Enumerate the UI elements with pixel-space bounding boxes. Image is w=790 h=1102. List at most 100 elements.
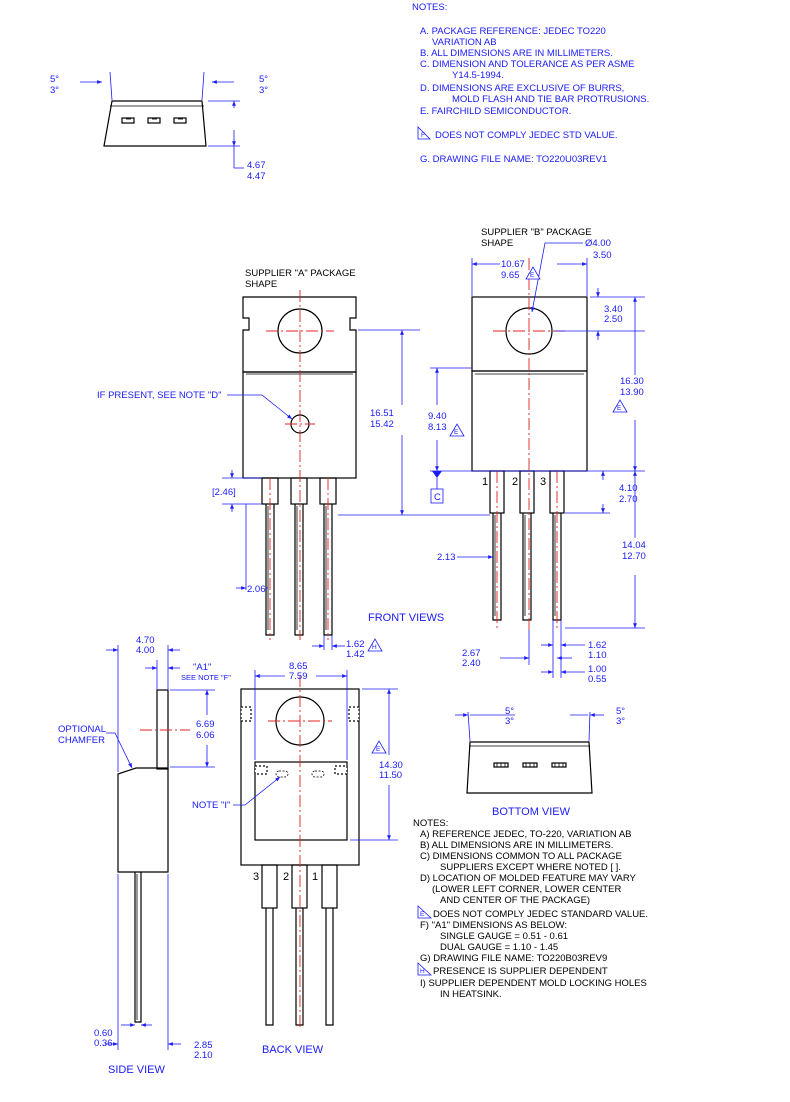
supplier-b-dia-a: Ø4.00 (585, 238, 611, 249)
side-view-dim-210: 2.10 (194, 1050, 213, 1061)
bottom-view-angle-right-b: 3° (616, 716, 625, 727)
side-view-dim-060: 0.60 (94, 1028, 113, 1039)
bottom-note-i2: IN HEATSINK. (440, 989, 502, 1000)
supplier-a-dim-206: 2.06 (247, 584, 266, 595)
side-view-a1: "A1" (193, 662, 211, 673)
supplier-a-dim-1651: 16.51 (370, 408, 394, 419)
supplier-b-tri-e-1: E (530, 272, 535, 279)
supplier-b-tri-e-2: E (617, 405, 622, 412)
back-view-pin-2: 2 (283, 871, 289, 883)
supplier-b-dim-1404: 14.04 (622, 540, 646, 551)
bottom-notes-heading: NOTES: (413, 818, 448, 829)
back-view-dim-865: 8.65 (289, 661, 308, 672)
supplier-a-note-d: IF PRESENT, SEE NOTE "D" (97, 390, 221, 401)
bottom-note-g: G) DRAWING FILE NAME: TO220B03REV9 (420, 953, 607, 964)
note-f-triangle-icon (417, 126, 431, 140)
side-view-dim-400: 4.00 (136, 645, 155, 656)
supplier-a-dim-1542: 15.42 (370, 419, 394, 430)
top-notes-heading: NOTES: (412, 2, 447, 13)
bottom-view-label: BOTTOM VIEW (492, 806, 571, 818)
side-view-dim-669: 6.69 (196, 719, 215, 730)
top-notes: NOTES: A. PACKAGE REFERENCE: JEDEC TO220… (412, 2, 649, 165)
top-view-angle-right-b: 3° (259, 85, 268, 96)
back-view-label: BACK VIEW (262, 1044, 324, 1056)
back-view-dim-759: 7.59 (289, 671, 308, 682)
back-view: 3 2 1 8.65 7.59 E 14.30 11.50 NOTE "I" B… (192, 661, 403, 1056)
supplier-b-dim-055: 0.55 (588, 674, 607, 685)
top-note-f-letter: F (421, 132, 425, 139)
side-view-tab (156, 689, 169, 770)
supplier-b-dim-340: 3.40 (604, 304, 623, 315)
side-view-dim-285: 2.85 (194, 1040, 213, 1051)
supplier-a-title-1: SUPPLIER "A" PACKAGE (245, 268, 356, 279)
supplier-b-width-a: 10.67 (501, 259, 525, 270)
supplier-b-dim-410: 4.10 (619, 483, 638, 494)
supplier-b-dim-250: 2.50 (604, 314, 623, 325)
side-view-dim-606: 6.06 (196, 730, 215, 741)
top-view-angle-left-a: 5° (50, 74, 59, 85)
top-note-b: B. ALL DIMENSIONS ARE IN MILLIMETERS. (420, 48, 613, 59)
side-view-dim-470: 4.70 (136, 635, 155, 646)
supplier-b-dim-1270: 12.70 (622, 551, 646, 562)
supplier-b-pin-2: 2 (512, 476, 518, 488)
top-view: 5° 3° 5° 3° 4.67 4.47 (50, 71, 268, 182)
top-note-c: C. DIMENSION AND TOLERANCE AS PER ASME (420, 59, 635, 70)
supplier-b-pin-1: 1 (482, 476, 488, 488)
bottom-note-c2: SUPPLIERS EXCEPT WHERE NOTED [ ]. (440, 862, 621, 873)
bottom-note-e-letter: E (420, 911, 425, 918)
back-view-pin-3: 3 (253, 871, 259, 883)
side-view-label: SIDE VIEW (108, 1064, 165, 1076)
top-note-e: E. FAIRCHILD SEMICONDUCTOR. (420, 106, 571, 117)
bottom-note-f: F) "A1" DIMENSIONS AS BELOW: (420, 920, 567, 931)
supplier-b-dia-b: 3.50 (593, 250, 612, 261)
bottom-note-f2: SINGLE GAUGE = 0.51 - 0.61 (440, 931, 568, 942)
supplier-a-body (242, 371, 357, 479)
back-view-pin-1: 1 (312, 871, 318, 883)
side-view-body (117, 767, 169, 873)
supplier-a-dim-142: 1.42 (346, 649, 365, 660)
side-view-a1-note: SEE NOTE "F" (181, 673, 231, 682)
supplier-b-datum-c: C (434, 492, 441, 503)
supplier-b-dim-213: 2.13 (437, 552, 456, 563)
front-view-supplier-a: SUPPLIER "A" PACKAGE SHAPE IF PRESENT, S… (97, 268, 490, 660)
supplier-a-title-2: SHAPE (245, 279, 277, 290)
top-note-a2: VARIATION AB (432, 37, 497, 48)
supplier-b-dim-940: 9.40 (428, 411, 447, 422)
bottom-note-h: PRESENCE IS SUPPLIER DEPENDENT (433, 966, 608, 977)
bottom-view-angle-left-a: 5° (505, 706, 514, 717)
bottom-note-d: D) LOCATION OF MOLDED FEATURE MAY VARY (420, 873, 637, 884)
front-view-supplier-b: SUPPLIER "B" PACKAGE SHAPE 1 2 3 Ø4.00 3… (428, 227, 646, 685)
bottom-note-d3: AND CENTER OF THE PACKAGE) (440, 895, 590, 906)
top-note-g: G. DRAWING FILE NAME: TO220U03REV1 (420, 154, 607, 165)
supplier-b-body (471, 370, 588, 472)
bottom-notes: NOTES: A) REFERENCE JEDEC, TO-220, VARIA… (413, 818, 648, 1000)
side-view-chamfer-1: OPTIONAL (58, 724, 106, 735)
back-view-note-i: NOTE "I" (192, 800, 230, 811)
bottom-note-e: DOES NOT COMPLY JEDEC STANDARD VALUE. (433, 909, 648, 920)
top-view-height-a: 4.67 (247, 160, 266, 171)
top-note-a: A. PACKAGE REFERENCE: JEDEC TO220 (420, 26, 606, 37)
bottom-note-a: A) REFERENCE JEDEC, TO-220, VARIATION AB (420, 829, 632, 840)
back-view-heatsink-pad (254, 761, 348, 841)
supplier-a-dim-162: 1.62 (346, 639, 365, 650)
side-view-chamfer-2: CHAMFER (58, 735, 105, 746)
top-view-body (103, 100, 207, 147)
supplier-b-dim-100: 1.00 (588, 664, 607, 675)
supplier-a-tab (242, 296, 357, 373)
back-view-dim-1430: 14.30 (379, 760, 403, 771)
supplier-b-dim-270: 2.70 (619, 494, 638, 505)
top-view-angle-left-b: 3° (50, 85, 59, 96)
top-note-d: D. DIMENSIONS ARE EXCLUSIVE OF BURRS, (420, 83, 624, 94)
supplier-b-title-1: SUPPLIER "B" PACKAGE (481, 227, 592, 238)
note-h-bottom-triangle-icon (417, 962, 433, 976)
supplier-b-dim-1390: 13.90 (620, 387, 644, 398)
supplier-b-dim-240: 2.40 (462, 658, 481, 669)
top-note-c2: Y14.5-1994. (452, 70, 504, 81)
top-view-angle-right-a: 5° (259, 74, 268, 85)
supplier-b-title-2: SHAPE (481, 238, 513, 249)
note-h-triangle-icon (367, 638, 383, 652)
top-view-height-b: 4.47 (247, 171, 266, 182)
bottom-note-d2: (LOWER LEFT CORNER, LOWER CENTER (432, 884, 621, 895)
back-view-dim-1150: 11.50 (379, 770, 402, 781)
